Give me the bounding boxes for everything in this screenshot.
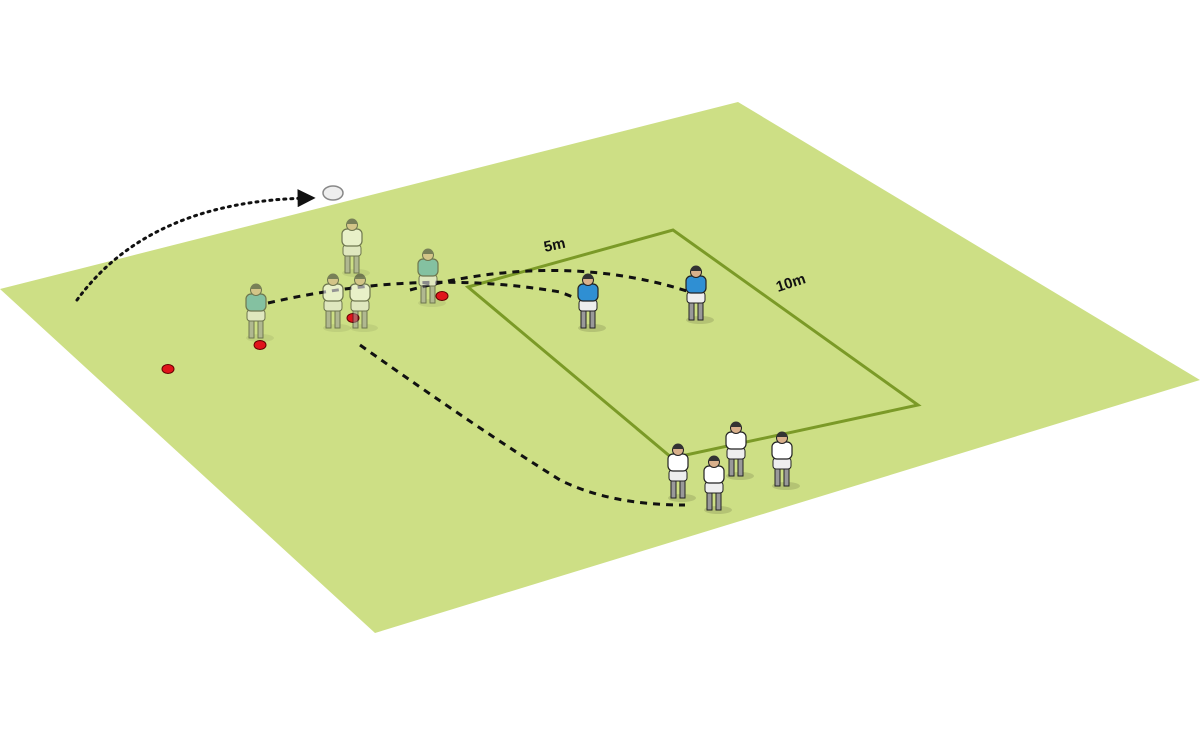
cone [253, 340, 267, 350]
throw-in-path [75, 189, 316, 302]
pass-line-2 [409, 269, 691, 294]
lifter-player [322, 273, 351, 332]
attacker-player [703, 455, 732, 514]
grid-area [464, 228, 922, 460]
attacker-player [725, 421, 754, 480]
defender-player [577, 273, 606, 332]
attacker-player [667, 443, 696, 502]
cone [435, 291, 449, 301]
lifter-player [349, 273, 378, 332]
lineout-player [245, 283, 274, 342]
label-5m: 5m [542, 235, 567, 256]
cone [161, 364, 175, 374]
defender-player [685, 265, 714, 324]
scrum-half-player [417, 248, 446, 307]
pitch [0, 102, 1200, 633]
jumper-player [341, 218, 370, 277]
rugby-ball [322, 185, 344, 201]
attacker-player [771, 431, 800, 490]
